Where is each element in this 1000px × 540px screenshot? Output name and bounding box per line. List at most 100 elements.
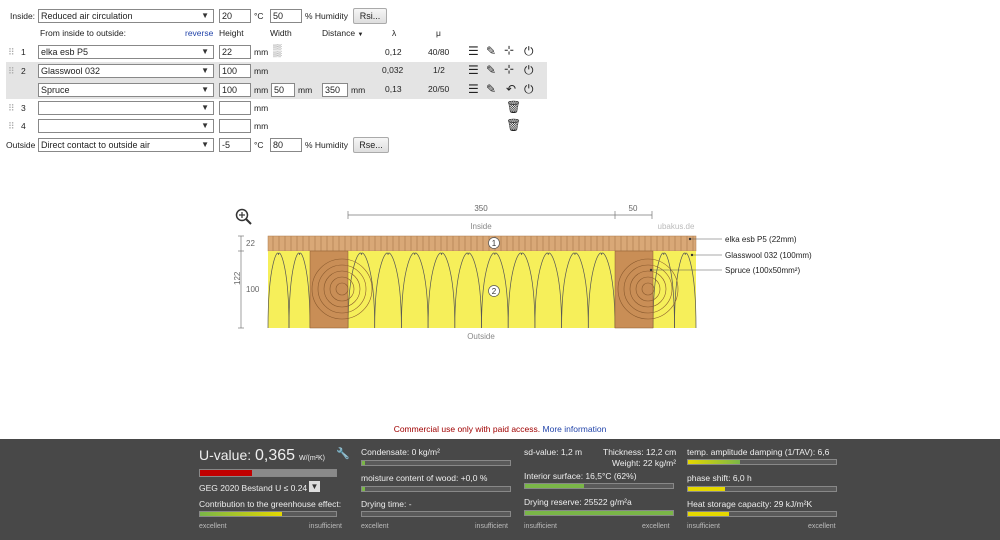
mu-header: μ (436, 28, 441, 38)
drying-reserve-bar-fill (525, 511, 673, 515)
menu-icon[interactable]: ☰ (468, 82, 479, 96)
insulation-wave (652, 252, 675, 329)
rsi-button[interactable]: Rsi... (353, 8, 387, 24)
insulation-wave (534, 252, 562, 329)
spruce-mu: 20/50 (428, 84, 450, 94)
layer-4-material-select[interactable]: ▼ (38, 119, 214, 133)
inside-label: Inside: (10, 11, 36, 21)
amplitude-damping-label: temp. amplitude damping (1/TAV): 6,6 (687, 447, 830, 457)
callout-3-label: Spruce (100x50mm²) (725, 266, 800, 275)
trash-icon[interactable]: 🗑 (506, 118, 522, 132)
power-icon[interactable]: ⏻ (524, 44, 534, 58)
insufficient-label: insufficient (475, 523, 508, 530)
add-layer-icon[interactable]: ⊹ (504, 62, 515, 76)
condensate-label: Condensate: 0 kg/m² (361, 447, 440, 457)
layer-1-board (267, 235, 697, 252)
layer-1-unit: mm (254, 47, 269, 57)
more-information-link[interactable]: More information (542, 424, 607, 434)
chevron-down-icon: ▼ (201, 47, 209, 56)
greenhouse-bar (199, 511, 337, 517)
distance-header-text: Distance (322, 28, 356, 38)
insulation-wave (374, 252, 402, 329)
layer-3-material-select[interactable]: ▼ (38, 101, 214, 115)
sort-down-icon: ▼ (357, 32, 364, 38)
layer-3-height-input[interactable] (219, 101, 251, 115)
layer-1-height-input[interactable]: 22 (219, 45, 251, 59)
greenhouse-bar-fill (200, 512, 282, 516)
geg-label: GEG 2020 Bestand U ≤ 0.24 (199, 483, 308, 493)
add-layer-icon[interactable]: ⊹ (504, 43, 515, 57)
outside-side-label: Outside (467, 332, 495, 341)
insufficient-label: insufficient (524, 523, 557, 530)
u-value-number: 0,365 (255, 447, 296, 464)
heat-storage-bar-fill (688, 512, 730, 516)
spruce-distance-input[interactable]: 350 (322, 83, 348, 97)
inside-climate-select[interactable]: Reduced air circulation▼ (38, 9, 214, 23)
inside-temp-input[interactable]: 20 (219, 9, 251, 23)
insulation-wave (427, 252, 456, 329)
rse-button[interactable]: Rse... (353, 137, 389, 153)
pencil-icon[interactable]: ✎ (486, 82, 497, 96)
dim-50-label: 50 (629, 204, 638, 213)
phase-shift-label: phase shift: 6,0 h (687, 473, 752, 483)
inside-temp-unit: °C (254, 11, 264, 21)
outside-temp-input[interactable]: -5 (219, 138, 251, 152)
menu-icon[interactable]: ☰ (468, 44, 479, 58)
drag-handle-icon[interactable]: ⠿ (8, 47, 15, 57)
spruce-height-input[interactable]: 100 (219, 83, 251, 97)
menu-icon[interactable]: ☰ (468, 63, 479, 77)
badge-2-label: 2 (492, 287, 497, 296)
trash-icon[interactable]: 🗑 (506, 100, 522, 114)
add-inhomogeneous-icon[interactable]: ▒ (273, 43, 282, 57)
insufficient-label: insufficient (687, 523, 720, 530)
undo-icon[interactable]: ↶ (506, 82, 517, 96)
spruce-material-select[interactable]: Spruce▼ (38, 83, 214, 97)
phase-shift-bar-fill (688, 487, 725, 491)
interior-surface-label: Interior surface: 16,5°C (62%) (524, 471, 637, 481)
inside-humidity-input[interactable]: 50 (270, 9, 302, 23)
width-header: Width (270, 28, 292, 38)
layer-2-height-input[interactable]: 100 (219, 64, 251, 78)
amplitude-damping-bar (687, 459, 837, 465)
dropdown-icon[interactable]: ▼ (309, 481, 320, 492)
layer-3-unit: mm (254, 103, 269, 113)
amplitude-damping-bar-fill (688, 460, 740, 464)
weight-label: Weight: 22 kg/m² (612, 458, 677, 468)
wrench-icon[interactable]: 🔧 (336, 448, 350, 460)
drag-handle-icon[interactable]: ⠿ (8, 66, 15, 76)
pencil-icon[interactable]: ✎ (486, 63, 497, 77)
inside-humidity-unit: % Humidity (305, 11, 348, 21)
outside-climate-select[interactable]: Direct contact to outside air▼ (38, 138, 214, 152)
outside-humidity-input[interactable]: 80 (270, 138, 302, 152)
insulation-wave (481, 252, 509, 329)
drag-handle-icon[interactable]: ⠿ (8, 103, 15, 113)
layer-2-material-select[interactable]: Glasswool 032▼ (38, 64, 214, 78)
spruce-distance-unit: mm (351, 85, 366, 95)
distance-header[interactable]: Distance ▼ (322, 27, 363, 41)
spruce-lambda: 0,13 (385, 84, 402, 94)
reverse-link[interactable]: reverse (185, 28, 214, 38)
power-icon[interactable]: ⏻ (524, 82, 534, 96)
spruce-width-input[interactable]: 50 (271, 83, 295, 97)
spruce-width-unit: mm (298, 85, 313, 95)
left-dim-100: 100 (246, 285, 260, 294)
left-dim-22: 22 (246, 239, 255, 248)
insulation-wave (288, 252, 311, 329)
interior-surface-bar (524, 483, 674, 489)
power-icon[interactable]: ⏻ (524, 63, 534, 77)
from-inside-label: From inside to outside: (40, 28, 126, 38)
chevron-down-icon: ▼ (201, 103, 209, 112)
zoom-in-icon[interactable] (235, 208, 252, 225)
drag-handle-icon[interactable]: ⠿ (8, 121, 15, 131)
drying-reserve-bar (524, 510, 674, 516)
chevron-down-icon: ▼ (201, 66, 209, 75)
pencil-icon[interactable]: ✎ (486, 44, 497, 58)
layer-1-material-select[interactable]: elka esb P5▼ (38, 45, 214, 59)
moisture-bar (361, 486, 511, 492)
excellent-label: excellent (642, 523, 670, 530)
heat-storage-bar (687, 511, 837, 517)
badge-1-label: 1 (492, 239, 497, 248)
dim-350-label: 350 (474, 204, 488, 213)
layer-4-height-input[interactable] (219, 119, 251, 133)
u-value-display: U-value: 0,365 W/(m²K) (199, 447, 325, 467)
